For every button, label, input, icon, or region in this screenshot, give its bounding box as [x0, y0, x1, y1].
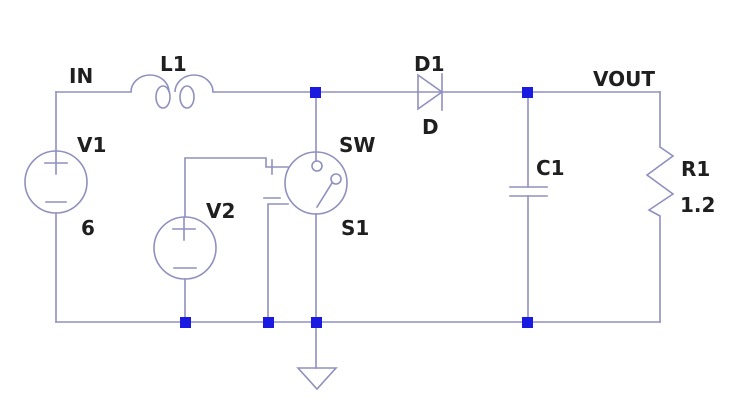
- junction-node: [180, 317, 191, 328]
- d1-designator-label: D1: [414, 52, 445, 76]
- v1-value-label: 6: [81, 216, 95, 240]
- wires-and-symbols: [24, 73, 675, 391]
- wire-v2-to-switch-plus: [184, 157, 289, 218]
- sw-moving-contact: [330, 173, 342, 185]
- ground-icon: [296, 367, 338, 391]
- junction-node: [522, 317, 533, 328]
- l1-designator-label: L1: [160, 52, 187, 76]
- d1-diode-symbol: [417, 73, 444, 111]
- r1-resistor-symbol: [645, 146, 675, 217]
- v2-plus-icon: [172, 217, 196, 241]
- d1-model-label: D: [422, 115, 439, 139]
- v2-designator-label: V2: [206, 199, 235, 223]
- sw-model-label: S1: [341, 216, 369, 240]
- v1-designator-label: V1: [77, 133, 106, 157]
- sw-fixed-contact: [311, 160, 323, 172]
- l1-inductor-symbol: [130, 74, 214, 109]
- junction-node: [310, 87, 321, 98]
- v2-voltage-source-symbol: [153, 216, 217, 280]
- sw-lever: [315, 181, 334, 209]
- junction-node: [263, 317, 274, 328]
- r1-designator-label: R1: [681, 157, 710, 181]
- sw-designator-label: SW: [339, 133, 375, 157]
- junction-nodes: [180, 87, 533, 328]
- net-label-vout: VOUT: [593, 67, 655, 91]
- wire-switch-minus-to-ground: [267, 203, 289, 323]
- v1-plus-icon: [44, 151, 68, 175]
- r1-value-label: 1.2: [680, 193, 715, 217]
- labels: IN L1 V1 6 V2 SW S1 D1 D C1 VOUT R1 1.2: [69, 52, 715, 240]
- net-label-in: IN: [69, 64, 93, 88]
- junction-node: [311, 317, 322, 328]
- junction-node: [522, 87, 533, 98]
- c1-designator-label: C1: [536, 156, 565, 180]
- c1-capacitor-symbol: [509, 186, 548, 197]
